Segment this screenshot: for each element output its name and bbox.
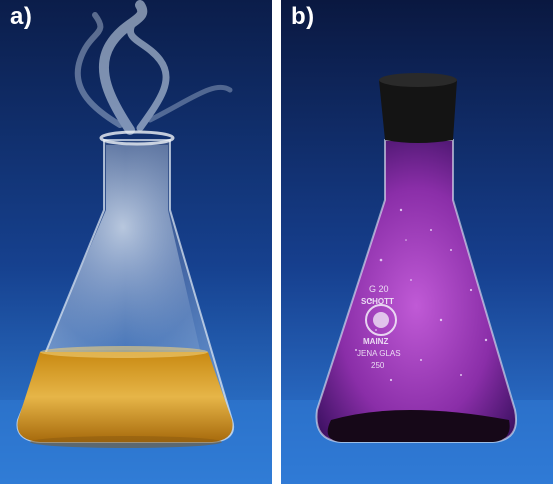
marking-glass-type: JENA GLAS bbox=[357, 349, 401, 358]
marking-brand: SCHOTT bbox=[361, 297, 394, 306]
smoke bbox=[74, 0, 233, 135]
panel-label-b: b) bbox=[291, 3, 315, 30]
vapor bbox=[46, 145, 200, 350]
marking-volume: 250 bbox=[371, 361, 385, 370]
photo-panel-a: a) bbox=[0, 0, 272, 484]
marking-capacity: G 20 bbox=[369, 284, 389, 294]
flask-marking: G 20 SCHOTT MAINZ JENA GLAS 250 bbox=[357, 284, 401, 370]
flask-photo-a bbox=[0, 0, 272, 484]
crystals bbox=[355, 208, 488, 382]
solid bbox=[327, 410, 510, 442]
photo-panel-b: G 20 SCHOTT MAINZ JENA GLAS 250 b) bbox=[281, 0, 553, 484]
liquid bbox=[17, 352, 233, 442]
rubber-stopper bbox=[379, 76, 457, 143]
panel-label-a: a) bbox=[10, 3, 33, 30]
flask-photo-b: G 20 SCHOTT MAINZ JENA GLAS 250 bbox=[281, 0, 553, 484]
marking-brand-city: MAINZ bbox=[363, 337, 388, 346]
